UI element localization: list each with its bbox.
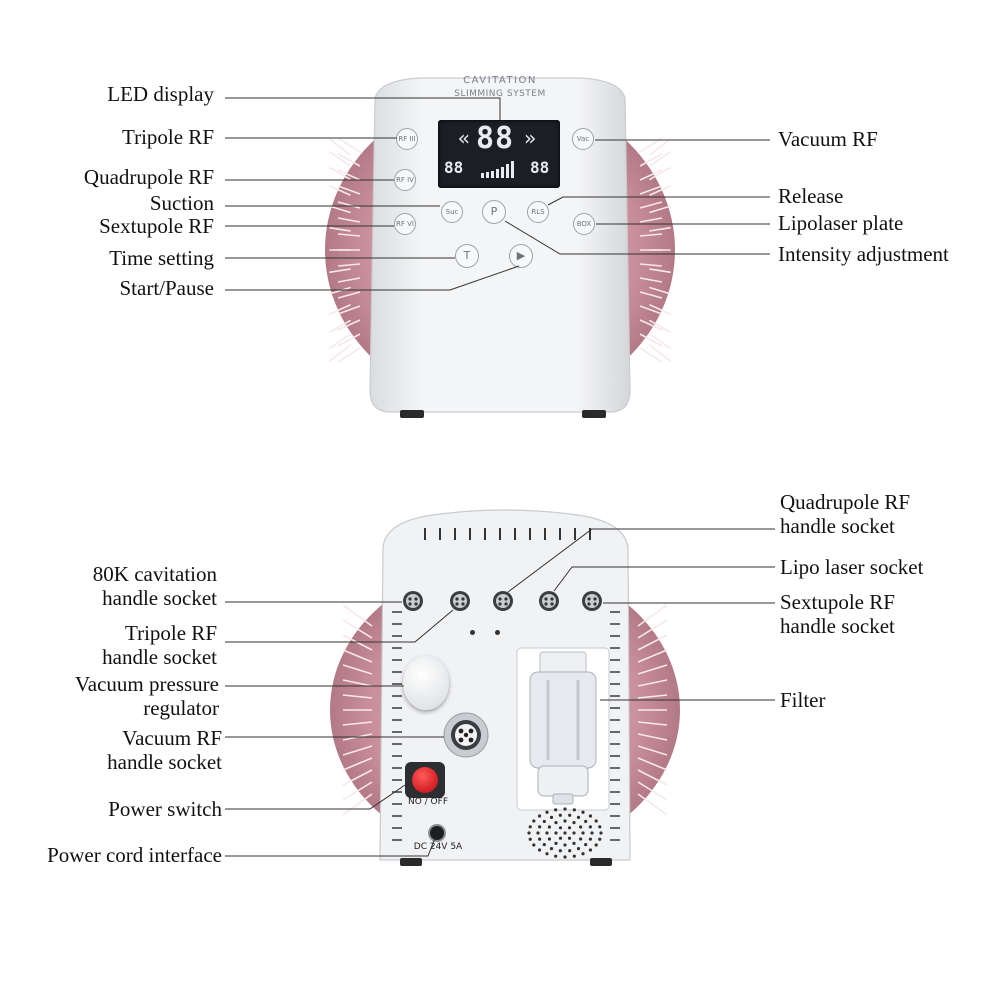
- label-led-display: LED display: [107, 82, 214, 106]
- label-cavitation-socket-line2: handle socket: [102, 586, 217, 610]
- label-vacuum-rf: Vacuum RF: [778, 127, 878, 151]
- label-vacuum-socket-line2: handle socket: [107, 750, 222, 774]
- suction-button-text: Suc: [445, 208, 459, 216]
- label-tripole-socket-line2: handle socket: [102, 645, 217, 669]
- label-tripole-rf: Tripole RF: [121, 125, 214, 149]
- label-time-setting: Time setting: [109, 246, 214, 270]
- intensity-button[interactable]: P: [482, 200, 506, 224]
- display-left-digits: 88: [444, 158, 464, 177]
- tripole-rf-button-text: RF III: [398, 135, 416, 143]
- dc-rating: DC 24V 5A: [413, 842, 463, 852]
- label-release: Release: [778, 184, 844, 208]
- label-vacuum-regulator-line1: Vacuum pressure: [74, 672, 219, 696]
- vacuum-pressure-regulator[interactable]: [403, 656, 449, 710]
- display-arrow-left: «: [458, 126, 471, 150]
- label-vacuum-socket: Vacuum RF handle socket: [107, 726, 222, 774]
- label-lipo-socket: Lipo laser socket: [780, 555, 924, 579]
- display-level-bars: [480, 160, 518, 178]
- label-tripole-socket-line1: Tripole RF: [124, 621, 217, 645]
- label-quadrupole-rf: Quadrupole RF: [83, 165, 214, 189]
- led-display: « 88 » 88 88: [438, 120, 560, 188]
- label-vacuum-socket-line1: Vacuum RF: [122, 726, 222, 750]
- sextupole-rf-button[interactable]: RF VI: [394, 213, 416, 235]
- lipolaser-button[interactable]: BOX: [573, 213, 595, 235]
- power-cord-interface[interactable]: [430, 826, 444, 840]
- start-pause-button-text: ▶: [516, 249, 526, 262]
- label-filter: Filter: [780, 688, 826, 712]
- label-sextupole-socket: Sextupole RF handle socket: [780, 590, 895, 638]
- indicator-dot-left: [470, 630, 475, 635]
- label-quadrupole-socket-line2: handle socket: [780, 514, 895, 538]
- vacuum-rf-button[interactable]: Vac: [572, 128, 594, 150]
- label-vacuum-regulator-line2: regulator: [143, 696, 219, 720]
- quadrupole-rf-button[interactable]: RF IV: [394, 169, 416, 191]
- back-foot-right: [590, 858, 612, 866]
- label-power-cord: Power cord interface: [47, 843, 222, 867]
- label-tripole-socket: Tripole RF handle socket: [102, 621, 217, 669]
- label-start-pause: Start/Pause: [119, 276, 215, 300]
- label-sextupole-rf: Sextupole RF: [99, 214, 214, 238]
- power-switch[interactable]: [405, 762, 445, 798]
- tripole-rf-handle-socket[interactable]: [449, 590, 471, 612]
- lipolaser-button-text: BOX: [576, 220, 592, 228]
- start-pause-button[interactable]: ▶: [509, 244, 533, 268]
- label-intensity-adjustment: Intensity adjustment: [778, 242, 949, 266]
- display-right-digits: 88: [530, 158, 550, 177]
- label-vacuum-regulator: Vacuum pressure regulator: [75, 672, 219, 720]
- display-arrow-right: »: [524, 126, 537, 150]
- label-power-switch: Power switch: [108, 797, 222, 821]
- quadrupole-rf-button-text: RF IV: [396, 176, 414, 184]
- release-button[interactable]: RLS: [527, 201, 549, 223]
- release-button-text: RLS: [531, 208, 545, 216]
- label-cavitation-socket-line1: 80K cavitation: [92, 562, 217, 586]
- label-sextupole-socket-line1: Sextupole RF: [780, 590, 895, 614]
- time-setting-button-text: T: [463, 249, 471, 262]
- filter: [516, 647, 610, 811]
- power-switch-label: NO / OFF: [407, 797, 448, 807]
- indicator-dot-right: [495, 630, 500, 635]
- lipo-laser-socket[interactable]: [538, 590, 560, 612]
- back-foot-left: [400, 858, 422, 866]
- cavitation-handle-socket[interactable]: [402, 590, 424, 612]
- brand-subtitle: SLIMMING SYSTEM: [454, 89, 546, 99]
- display-main-digits: 88: [476, 121, 515, 156]
- vacuum-rf-handle-socket[interactable]: [442, 711, 490, 759]
- quadrupole-rf-handle-socket[interactable]: [492, 590, 514, 612]
- suction-button[interactable]: Suc: [441, 201, 463, 223]
- sextupole-rf-button-text: RF VI: [396, 220, 414, 228]
- brand-title: CAVITATION: [463, 75, 537, 86]
- power-switch-cap[interactable]: [412, 767, 438, 793]
- label-lipolaser-plate: Lipolaser plate: [778, 211, 904, 235]
- speaker-grille: [527, 807, 603, 859]
- label-sextupole-socket-line2: handle socket: [780, 614, 895, 638]
- label-quadrupole-socket: Quadrupole RF handle socket: [780, 490, 910, 538]
- tripole-rf-button[interactable]: RF III: [396, 128, 418, 150]
- sextupole-rf-handle-socket[interactable]: [581, 590, 603, 612]
- intensity-button-text: P: [490, 205, 498, 218]
- vacuum-rf-button-text: Vac: [576, 135, 590, 143]
- front-foot-left: [400, 410, 424, 418]
- label-cavitation-socket: 80K cavitation handle socket: [93, 562, 217, 610]
- shell-grille: [329, 137, 671, 363]
- front-body: [369, 77, 631, 413]
- front-foot-right: [582, 410, 606, 418]
- label-quadrupole-socket-line1: Quadrupole RF: [780, 490, 911, 514]
- time-setting-button[interactable]: T: [455, 244, 479, 268]
- label-suction: Suction: [149, 191, 214, 215]
